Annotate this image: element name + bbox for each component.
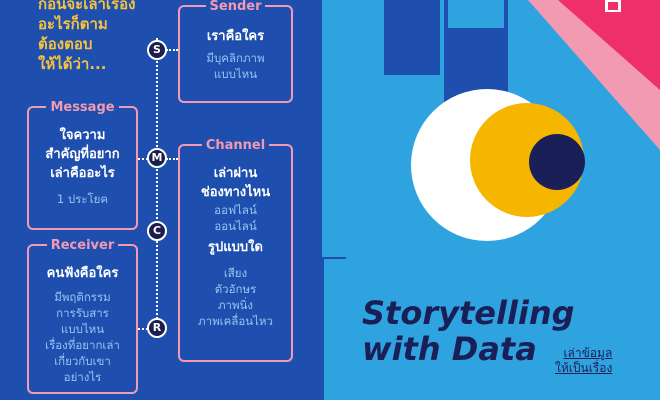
channel-heading: เล่าผ่าน [213,166,258,181]
receiver-detail: แบบไหน [60,322,105,336]
cyan-rect [448,0,504,28]
smcr-panel: ก่อนจะเล่าเรื่อง อะไรก็ตาม ต้องตอบ ให้ได… [0,0,322,400]
channel-detail: เสียง [223,266,248,280]
message-heading: สำคัญที่อยาก [45,147,120,162]
intro-line: อะไรก็ตาม [38,15,108,33]
receiver-box: Receiver คนฟังคือใคร มีพฤติกรรม การรับสา… [27,238,138,394]
connector-line [166,49,178,51]
timeline-node-s: S [147,40,167,60]
cover-subtitle-line: เล่าข้อมูล [563,346,613,360]
cover-title-line: Storytelling [362,294,575,332]
receiver-detail: อย่างไร [63,370,102,384]
receiver-heading: คนฟังคือใคร [46,266,119,281]
message-detail: 1 ประโยค [56,192,109,206]
dark-blue-rect [384,0,440,75]
receiver-detail: เกี่ยวกับเขา [54,354,111,368]
timeline-node-m: M [147,148,167,168]
cover-title: Storytelling with Data [362,295,575,367]
connector-line [138,328,148,330]
light-block [346,257,660,400]
message-title: Message [46,100,119,115]
channel-detail: ออฟไลน์ [214,203,257,217]
sender-title: Sender [205,0,266,14]
channel-heading: ช่องทางไหน [200,185,271,200]
channel-detail: ภาพเคลื่อนไหว [198,314,273,328]
timeline-node-r: R [147,318,167,338]
receiver-detail: เรื่องที่อยากเล่า [45,338,120,352]
intro-line: ก่อนจะเล่าเรื่อง [38,0,136,13]
sender-box: Sender เราคือใคร มีบุคลิกภาพ แบบไหน [178,0,293,103]
intro-line: ต้องตอบ [38,35,93,53]
receiver-title: Receiver [46,238,119,253]
channel-detail: ภาพนิ่ง [217,298,254,312]
connector-line [166,158,178,160]
cover-subtitle-line: ให้เป็นเรื่อง [555,361,613,375]
connector-line [138,158,148,160]
receiver-detail: การรับสาร [56,306,109,320]
intro-text: ก่อนจะเล่าเรื่อง อะไรก็ตาม ต้องตอบ ให้ได… [38,0,135,74]
message-heading: ใจความ [59,128,106,143]
channel-box: Channel เล่าผ่าน ช่องทางไหน ออฟไลน์ ออนไ… [178,138,293,362]
cover-panel: Storytelling with Data เล่าข้อมูล ให้เป็… [322,0,660,400]
message-box: Message ใจความ สำคัญที่อยาก เล่าคืออะไร … [27,100,138,230]
timeline-node-c: C [147,221,167,241]
cover-subtitle: เล่าข้อมูล ให้เป็นเรื่อง [555,346,612,376]
channel-title: Channel [201,138,270,153]
receiver-detail: มีพฤติกรรม [54,290,111,304]
channel-detail: ตัวอักษร [214,282,257,296]
document-icon [605,0,621,12]
pink-triangle-shape [528,0,660,150]
timeline-line [156,38,158,334]
intro-line: ให้ได้ว่า... [38,55,107,73]
cover-title-line: with Data [362,330,537,368]
sender-detail: แบบไหน [213,67,258,81]
sender-heading: เราคือใคร [206,29,265,44]
message-heading: เล่าคืออะไร [50,166,115,181]
channel-detail: ออนไลน์ [214,219,257,233]
channel-heading: รูปแบบใด [208,240,263,255]
eye-graphic [411,89,585,241]
sender-detail: มีบุคลิกภาพ [206,51,265,65]
